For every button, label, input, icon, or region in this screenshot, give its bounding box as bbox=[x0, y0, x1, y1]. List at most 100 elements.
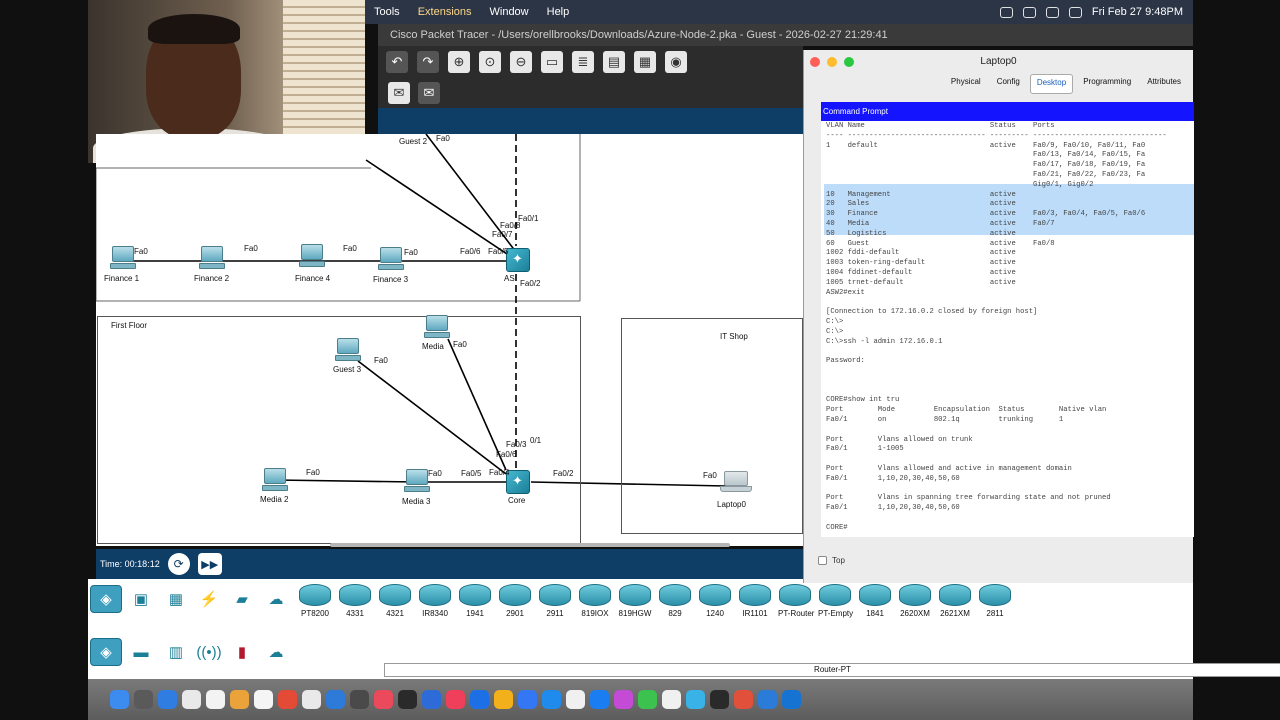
zoom-in-icon[interactable]: ⊕ bbox=[448, 51, 470, 73]
link-guest2[interactable] bbox=[365, 159, 517, 261]
zoom-out-icon[interactable]: ⊖ bbox=[510, 51, 532, 73]
multiuser-cloud-icon[interactable]: ☁ bbox=[268, 591, 284, 608]
battery-icon[interactable] bbox=[1068, 6, 1082, 18]
laptop-0[interactable] bbox=[720, 471, 752, 493]
pc-guest-3[interactable] bbox=[335, 338, 361, 362]
cluster-it-shop[interactable] bbox=[621, 318, 803, 534]
router-model-pt-router[interactable]: PT-Router bbox=[778, 584, 814, 624]
camera-icon[interactable]: ◉ bbox=[665, 51, 687, 73]
dock-app-icon[interactable] bbox=[782, 690, 801, 709]
dock-app-icon[interactable] bbox=[518, 690, 537, 709]
pc-media-3[interactable] bbox=[404, 469, 430, 493]
router-model-pt8200[interactable]: PT8200 bbox=[298, 584, 332, 624]
pc-finance-2[interactable] bbox=[199, 246, 225, 270]
pdu-envelope-icon[interactable]: ✉ bbox=[388, 82, 410, 104]
dock-app-icon[interactable] bbox=[278, 690, 297, 709]
connections-icon[interactable]: ⚡ bbox=[199, 591, 219, 608]
dock-app-icon[interactable] bbox=[566, 690, 585, 709]
rectangle-icon[interactable]: ▭ bbox=[541, 51, 563, 73]
horizontal-scrollbar[interactable] bbox=[330, 543, 730, 547]
tab-programming[interactable]: Programming bbox=[1083, 77, 1132, 86]
dock-app-icon[interactable] bbox=[110, 690, 129, 709]
tab-desktop[interactable]: Desktop bbox=[1029, 74, 1074, 94]
dock-app-icon[interactable] bbox=[446, 690, 465, 709]
dock-app-icon[interactable] bbox=[686, 690, 705, 709]
security-category-icon[interactable]: ▮ bbox=[237, 644, 247, 661]
link-media1-core[interactable] bbox=[447, 338, 507, 471]
router-model-1941[interactable]: 1941 bbox=[458, 584, 492, 624]
router-model-2911[interactable]: 2911 bbox=[538, 584, 572, 624]
router-model-2620xm[interactable]: 2620XM bbox=[898, 584, 932, 624]
tray-icon[interactable] bbox=[1022, 6, 1036, 18]
pc-media-2[interactable] bbox=[262, 468, 288, 492]
logical-workspace[interactable]: First Floor IT Shop Guest 2 Finance 1 Fi… bbox=[96, 134, 803, 546]
wifi-icon[interactable] bbox=[1045, 6, 1059, 18]
wireless-category-icon[interactable]: ((•)) bbox=[196, 643, 222, 661]
terminal-output[interactable]: VLAN Name Status Ports---- -------------… bbox=[821, 121, 1194, 537]
dock-app-icon[interactable] bbox=[134, 690, 153, 709]
dock-app-icon[interactable] bbox=[182, 690, 201, 709]
router-model-1240[interactable]: 1240 bbox=[698, 584, 732, 624]
dock-app-icon[interactable] bbox=[638, 690, 657, 709]
dock-app-icon[interactable] bbox=[494, 690, 513, 709]
link-guest2b[interactable] bbox=[425, 134, 517, 253]
router-model-ir1101[interactable]: IR1101 bbox=[738, 584, 772, 624]
router-model-pt-empty[interactable]: PT-Empty bbox=[818, 584, 853, 624]
dock-app-icon[interactable] bbox=[710, 690, 729, 709]
router-model-829[interactable]: 829 bbox=[658, 584, 692, 624]
pc-media-1[interactable] bbox=[424, 315, 450, 339]
dock-app-icon[interactable] bbox=[614, 690, 633, 709]
dock-app-icon[interactable] bbox=[254, 690, 273, 709]
minimize-icon[interactable] bbox=[827, 57, 837, 67]
dock-app-icon[interactable] bbox=[470, 690, 489, 709]
dock-app-icon[interactable] bbox=[302, 690, 321, 709]
router-model-819hgw[interactable]: 819HGW bbox=[618, 584, 652, 624]
end-devices-icon[interactable]: ▣ bbox=[133, 591, 149, 608]
notes-icon[interactable]: ≣ bbox=[572, 51, 594, 73]
pc-finance-3[interactable] bbox=[378, 247, 404, 271]
router-model-1841[interactable]: 1841 bbox=[858, 584, 892, 624]
switches-category-icon[interactable]: ▬ bbox=[133, 643, 149, 661]
dock-app-icon[interactable] bbox=[662, 690, 681, 709]
pc-finance-4[interactable] bbox=[299, 244, 325, 268]
device-icon[interactable]: ▦ bbox=[634, 51, 656, 73]
undo-icon[interactable]: ↶ bbox=[386, 51, 408, 73]
menubar-clock[interactable]: Fri Feb 27 9:48PM bbox=[1091, 6, 1183, 18]
router-model-4321[interactable]: 4321 bbox=[378, 584, 412, 624]
router-model-2901[interactable]: 2901 bbox=[498, 584, 532, 624]
power-cycle-icon[interactable]: ⟳ bbox=[167, 553, 190, 575]
dock-app-icon[interactable] bbox=[422, 690, 441, 709]
link-core-laptop0[interactable] bbox=[530, 481, 727, 487]
zoom-reset-icon[interactable]: ⊙ bbox=[479, 51, 501, 73]
redo-icon[interactable]: ↷ bbox=[417, 51, 439, 73]
top-checkbox[interactable]: Top bbox=[818, 556, 845, 565]
wan-emulation-icon[interactable]: ☁ bbox=[268, 644, 284, 661]
tab-attributes[interactable]: Attributes bbox=[1147, 77, 1181, 86]
misc-icon[interactable]: ▰ bbox=[236, 591, 248, 608]
menu-extensions[interactable]: Extensions bbox=[417, 6, 472, 18]
complex-pdu-icon[interactable]: ✉ bbox=[418, 82, 440, 104]
zoom-icon[interactable] bbox=[844, 57, 854, 67]
router-model-4331[interactable]: 4331 bbox=[338, 584, 372, 624]
fast-forward-icon[interactable]: ▶▶ bbox=[197, 553, 222, 575]
router-model-819iox[interactable]: 819IOX bbox=[578, 584, 612, 624]
dock-app-icon[interactable] bbox=[398, 690, 417, 709]
network-devices-icon[interactable]: ◈ bbox=[90, 585, 122, 613]
routers-category-icon[interactable]: ◈ bbox=[90, 638, 122, 666]
link-guest3-core[interactable] bbox=[357, 360, 507, 475]
menu-tools[interactable]: Tools bbox=[374, 6, 400, 18]
link-media2-3[interactable] bbox=[275, 479, 417, 483]
hubs-category-icon[interactable]: ▥ bbox=[168, 644, 184, 661]
palette-icon[interactable]: ▤ bbox=[603, 51, 625, 73]
dock-app-icon[interactable] bbox=[758, 690, 777, 709]
router-model-2811[interactable]: 2811 bbox=[978, 584, 1012, 624]
tab-config[interactable]: Config bbox=[996, 77, 1020, 86]
close-icon[interactable] bbox=[810, 57, 820, 67]
dock-app-icon[interactable] bbox=[158, 690, 177, 709]
tray-icon[interactable] bbox=[999, 6, 1013, 18]
dock-app-icon[interactable] bbox=[734, 690, 753, 709]
dock-app-icon[interactable] bbox=[326, 690, 345, 709]
menu-window[interactable]: Window bbox=[489, 6, 529, 18]
checkbox[interactable] bbox=[818, 556, 827, 565]
router-model-ir8340[interactable]: IR8340 bbox=[418, 584, 452, 624]
